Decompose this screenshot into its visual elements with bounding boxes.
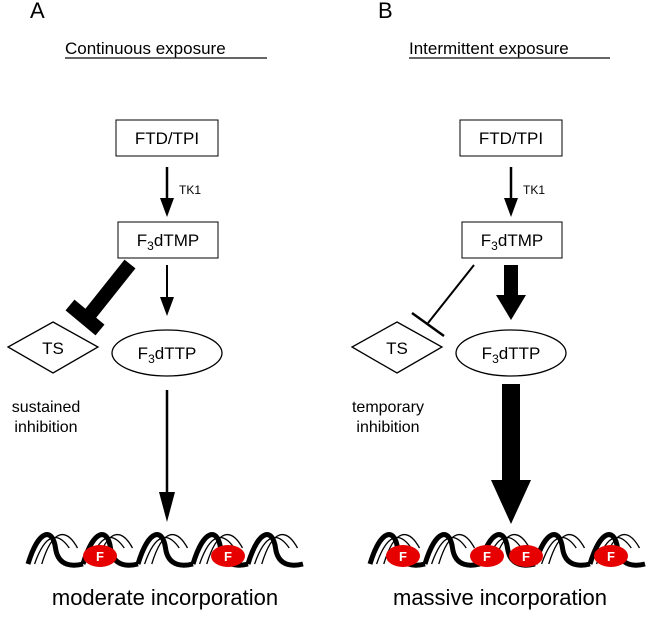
panel-b-inhibition-label-line2: inhibition <box>356 419 419 436</box>
dna-strand-dark <box>532 532 591 568</box>
incorporated-base-marker <box>386 545 420 567</box>
dna-strand-light <box>206 533 244 565</box>
panel-b-tk1-arrow <box>504 167 518 217</box>
panel-a-triphosphate-ellipse <box>111 329 223 377</box>
panel-b-triphosphate-arrow <box>496 265 526 320</box>
incorporated-base: F <box>594 545 628 567</box>
panel-b-letter: B <box>378 0 393 23</box>
incorporated-base: F <box>470 545 504 567</box>
dna-strand-light <box>548 533 586 565</box>
dna-strand-dark <box>245 532 304 568</box>
dna-strand-light <box>143 536 180 565</box>
incorporated-base: F <box>83 545 117 567</box>
panel-a-inhibition-label-line2: inhibition <box>14 419 77 436</box>
dna-strand-light <box>261 533 299 565</box>
panel-b-triphosphate-label: F3dTTP <box>482 344 541 366</box>
incorporated-base-marker <box>509 545 543 567</box>
incorporated-base-label: F <box>522 549 530 564</box>
panel-b-ts-diamond <box>350 321 444 374</box>
incorporated-base: F <box>509 545 543 567</box>
panel-b-title: Intermittent exposure <box>409 39 569 58</box>
incorporated-base-label: F <box>224 549 232 564</box>
incorporated-base: F <box>211 545 245 567</box>
panel-a-strong-inhibition <box>65 259 136 336</box>
panel-a-enzyme-label: TK1 <box>179 183 201 197</box>
panel-a-monophosphate-box <box>117 221 219 259</box>
incorporated-base-marker <box>83 545 117 567</box>
incorporated-base-label: F <box>96 549 104 564</box>
panel-b-inhibition-label-line1: temporary <box>352 399 424 416</box>
panel-b: B Intermittent exposure FTD/TPI TK1 F3dT… <box>350 0 646 610</box>
panel-a-triphosphate-arrow <box>160 265 174 316</box>
dna-strand-dark <box>422 532 481 568</box>
panel-a-drug-box <box>115 119 219 157</box>
panel-a-ts-diamond <box>6 321 100 374</box>
dna-strand-dark <box>25 532 84 568</box>
incorporated-base-marker <box>470 545 504 567</box>
panel-b-enzyme-label: TK1 <box>523 183 545 197</box>
panel-a-drug-label: FTD/TPI <box>135 129 199 148</box>
dna-strand-light <box>430 536 467 565</box>
incorporated-base: F <box>386 545 420 567</box>
panel-b-incorporation-arrow <box>491 384 531 524</box>
dna-strand-light <box>151 533 189 565</box>
panel-b-drug-label: FTD/TPI <box>479 129 543 148</box>
dna-strand-light <box>375 536 412 565</box>
incorporated-base-marker <box>594 545 628 567</box>
panel-a-inhibition-label-line1: sustained <box>12 399 81 416</box>
panel-a-incorporation-arrow <box>159 390 175 522</box>
incorporated-base-marker <box>211 545 245 567</box>
panel-a: A Continuous exposure FTD/TPI TK1 F3dTMP… <box>6 0 304 610</box>
panel-a-title: Continuous exposure <box>65 39 226 58</box>
panel-a-letter: A <box>30 0 45 23</box>
incorporated-base-label: F <box>399 549 407 564</box>
dna-strand-light <box>198 536 235 565</box>
dna-strand-light <box>41 533 79 565</box>
dna-strand-light <box>253 536 290 565</box>
incorporated-base-label: F <box>607 549 615 564</box>
dna-strand-dark <box>135 532 194 568</box>
panel-a-monophosphate-label: F3dTMP <box>137 231 199 253</box>
panel-b-ts-label: TS <box>386 339 408 358</box>
panel-b-monophosphate-box <box>461 221 563 259</box>
panel-b-outcome: massive incorporation <box>393 585 607 610</box>
panel-a-outcome: moderate incorporation <box>52 585 278 610</box>
dna-strand-light <box>540 536 577 565</box>
dna-strand-light <box>33 536 70 565</box>
panel-a-tk1-arrow <box>160 167 174 217</box>
dna-strand-light <box>438 533 476 565</box>
panel-a-triphosphate-label: F3dTTP <box>138 344 197 366</box>
panel-b-triphosphate-ellipse <box>455 329 567 377</box>
panel-a-ts-label: TS <box>42 339 64 358</box>
incorporated-base-label: F <box>483 549 491 564</box>
panel-b-drug-box <box>459 119 563 157</box>
panel-b-weak-inhibition <box>411 264 475 338</box>
panel-b-monophosphate-label: F3dTMP <box>481 231 543 253</box>
